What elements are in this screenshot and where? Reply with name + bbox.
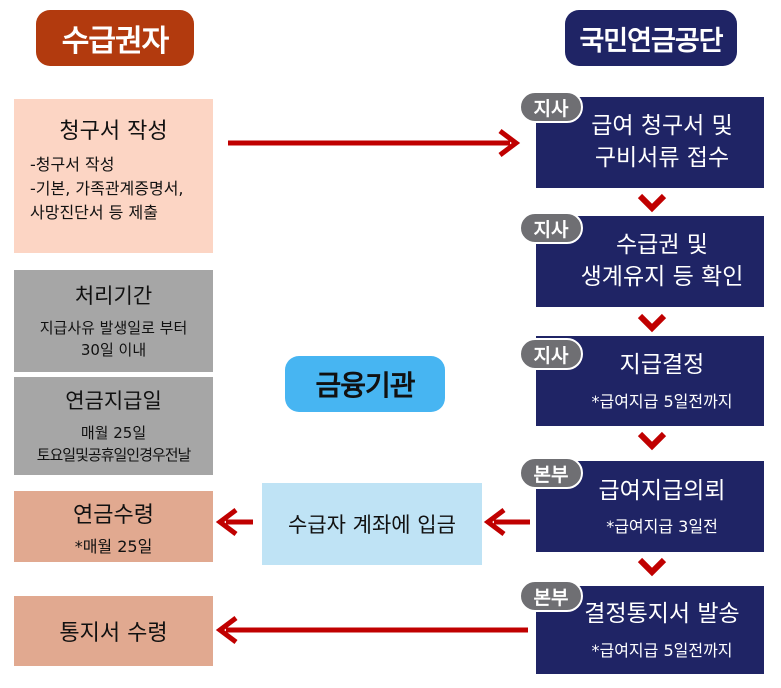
step-receipt-line-2: 구비서류 접수 — [594, 144, 730, 171]
step-receipt-line-1: 급여 청구서 및 — [591, 113, 733, 140]
badge-branch-1: 지사 — [519, 91, 583, 123]
deposit-text: 수급자 계좌에 입금 — [288, 513, 456, 537]
pension-payday-box: 연금지급일 매월 25일 토요일및공휴일인경우전날 — [14, 377, 213, 475]
processing-line-2: 30일 이내 — [80, 341, 147, 359]
step-verification-line-1: 수급권 및 — [616, 232, 708, 259]
claim-line-1: -청구서 작성 — [30, 155, 115, 174]
payday-line-2: 토요일및공휴일인경우전날 — [36, 446, 192, 464]
receive-title: 연금수령 — [73, 502, 154, 528]
claim-box: 청구서 작성 -청구서 작성 -기본, 가족관계증명서, 사망진단서 등 제출 — [14, 99, 213, 253]
deposit-box: 수급자 계좌에 입금 — [262, 483, 482, 565]
claim-line-2: -기본, 가족관계증명서, — [30, 179, 184, 198]
down-arrow-4 — [637, 557, 667, 577]
header-right-nps: 국민연금공단 — [565, 10, 737, 66]
down-arrow-3 — [637, 431, 667, 451]
arrow-deposit-to-receive — [215, 508, 253, 536]
step-verification: 수급권 및 생계유지 등 확인 — [536, 216, 764, 307]
claim-line-3: 사망진단서 등 제출 — [30, 203, 158, 222]
payday-title: 연금지급일 — [65, 389, 162, 414]
receive-note: *매월 25일 — [74, 536, 153, 556]
arrow-request-to-deposit — [483, 508, 530, 536]
down-arrow-2 — [637, 313, 667, 333]
notice-title: 통지서 수령 — [59, 621, 168, 646]
step-payment-request-note: *급여지급 3일전 — [606, 517, 718, 537]
header-left-recipient: 수급권자 — [36, 10, 194, 66]
claim-title: 청구서 작성 — [59, 119, 168, 144]
processing-title: 처리기간 — [74, 284, 153, 309]
step-notice-dispatch-note: *급여지급 5일전까지 — [591, 640, 733, 660]
financial-institution-label: 금융기관 — [285, 356, 445, 412]
arrow-notice-to-recipient — [215, 616, 528, 644]
processing-period-box: 처리기간 지급사유 발생일로 부터 30일 이내 — [14, 270, 213, 372]
step-verification-line-2: 생계유지 등 확인 — [580, 263, 744, 290]
step-decision-note: *급여지급 5일전까지 — [591, 391, 733, 411]
notice-receive-box: 통지서 수령 — [14, 596, 213, 666]
step-notice-dispatch-title: 결정통지서 발송 — [584, 601, 740, 628]
pension-receive-box: 연금수령 *매월 25일 — [14, 491, 213, 562]
arrow-claim-to-receipt — [228, 129, 521, 157]
step-payment-request-title: 급여지급의뢰 — [598, 477, 726, 504]
badge-branch-2: 지사 — [519, 212, 583, 244]
step-payment-request: 급여지급의뢰 *급여지급 3일전 — [536, 461, 764, 552]
payday-line-1: 매월 25일 — [80, 424, 147, 443]
step-decision-title: 지급결정 — [619, 352, 705, 379]
processing-line-1: 지급사유 발생일로 부터 — [39, 319, 188, 338]
down-arrow-1 — [637, 193, 667, 213]
badge-hq-2: 본부 — [519, 580, 583, 612]
badge-branch-3: 지사 — [519, 338, 583, 370]
badge-hq-1: 본부 — [519, 457, 583, 489]
